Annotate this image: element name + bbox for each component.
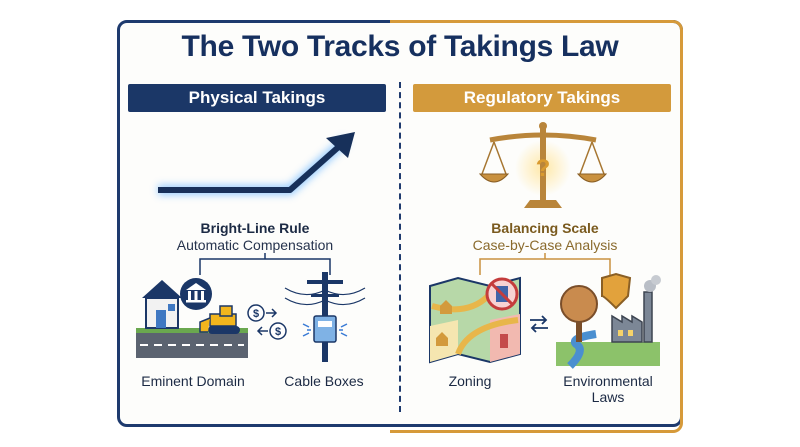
page-title: The Two Tracks of Takings Law (181, 30, 619, 63)
eminent-domain-illustration (136, 278, 248, 358)
svg-text:$: $ (275, 326, 281, 338)
regulatory-takings-banner: Regulatory Takings (413, 84, 671, 112)
factory-icon (611, 275, 661, 343)
regulatory-rule-title: Balancing Scale (491, 220, 599, 236)
example-eminent-domain: Eminent Domain (141, 373, 245, 389)
svg-text:$: $ (253, 308, 259, 320)
environmental-illustration (556, 272, 661, 369)
tree-icon (560, 285, 598, 342)
example-cable-boxes: Cable Boxes (284, 373, 364, 389)
bulldozer-icon (199, 305, 240, 334)
justice-scale-icon: ? (478, 122, 608, 208)
regulatory-connector (479, 253, 611, 275)
government-building-icon (180, 278, 212, 310)
dollar-coin-icon: $ $ (247, 304, 287, 340)
trend-arrow-icon (158, 132, 355, 195)
example-environmental-laws: Environmental Laws (548, 373, 668, 405)
physical-rule-subtitle: Automatic Compensation (176, 237, 334, 253)
physical-takings-banner: Physical Takings (128, 84, 386, 112)
physical-connector (199, 253, 331, 275)
question-mark-icon: ? (536, 155, 551, 182)
example-zoning: Zoning (448, 373, 492, 389)
map-icon (429, 276, 521, 364)
utility-pole-icon (284, 272, 366, 362)
regulatory-rule-subtitle: Case-by-Case Analysis (472, 237, 618, 253)
no-building-icon (485, 277, 519, 311)
example-environmental-laws-text: Environmental Laws (563, 373, 653, 405)
physical-rule-title: Bright-Line Rule (200, 220, 310, 236)
house-icon (142, 280, 182, 329)
exchange-arrows-icon (530, 315, 548, 333)
shield-icon (601, 272, 632, 310)
center-divider (399, 82, 401, 412)
cable-box-icon (313, 315, 337, 343)
